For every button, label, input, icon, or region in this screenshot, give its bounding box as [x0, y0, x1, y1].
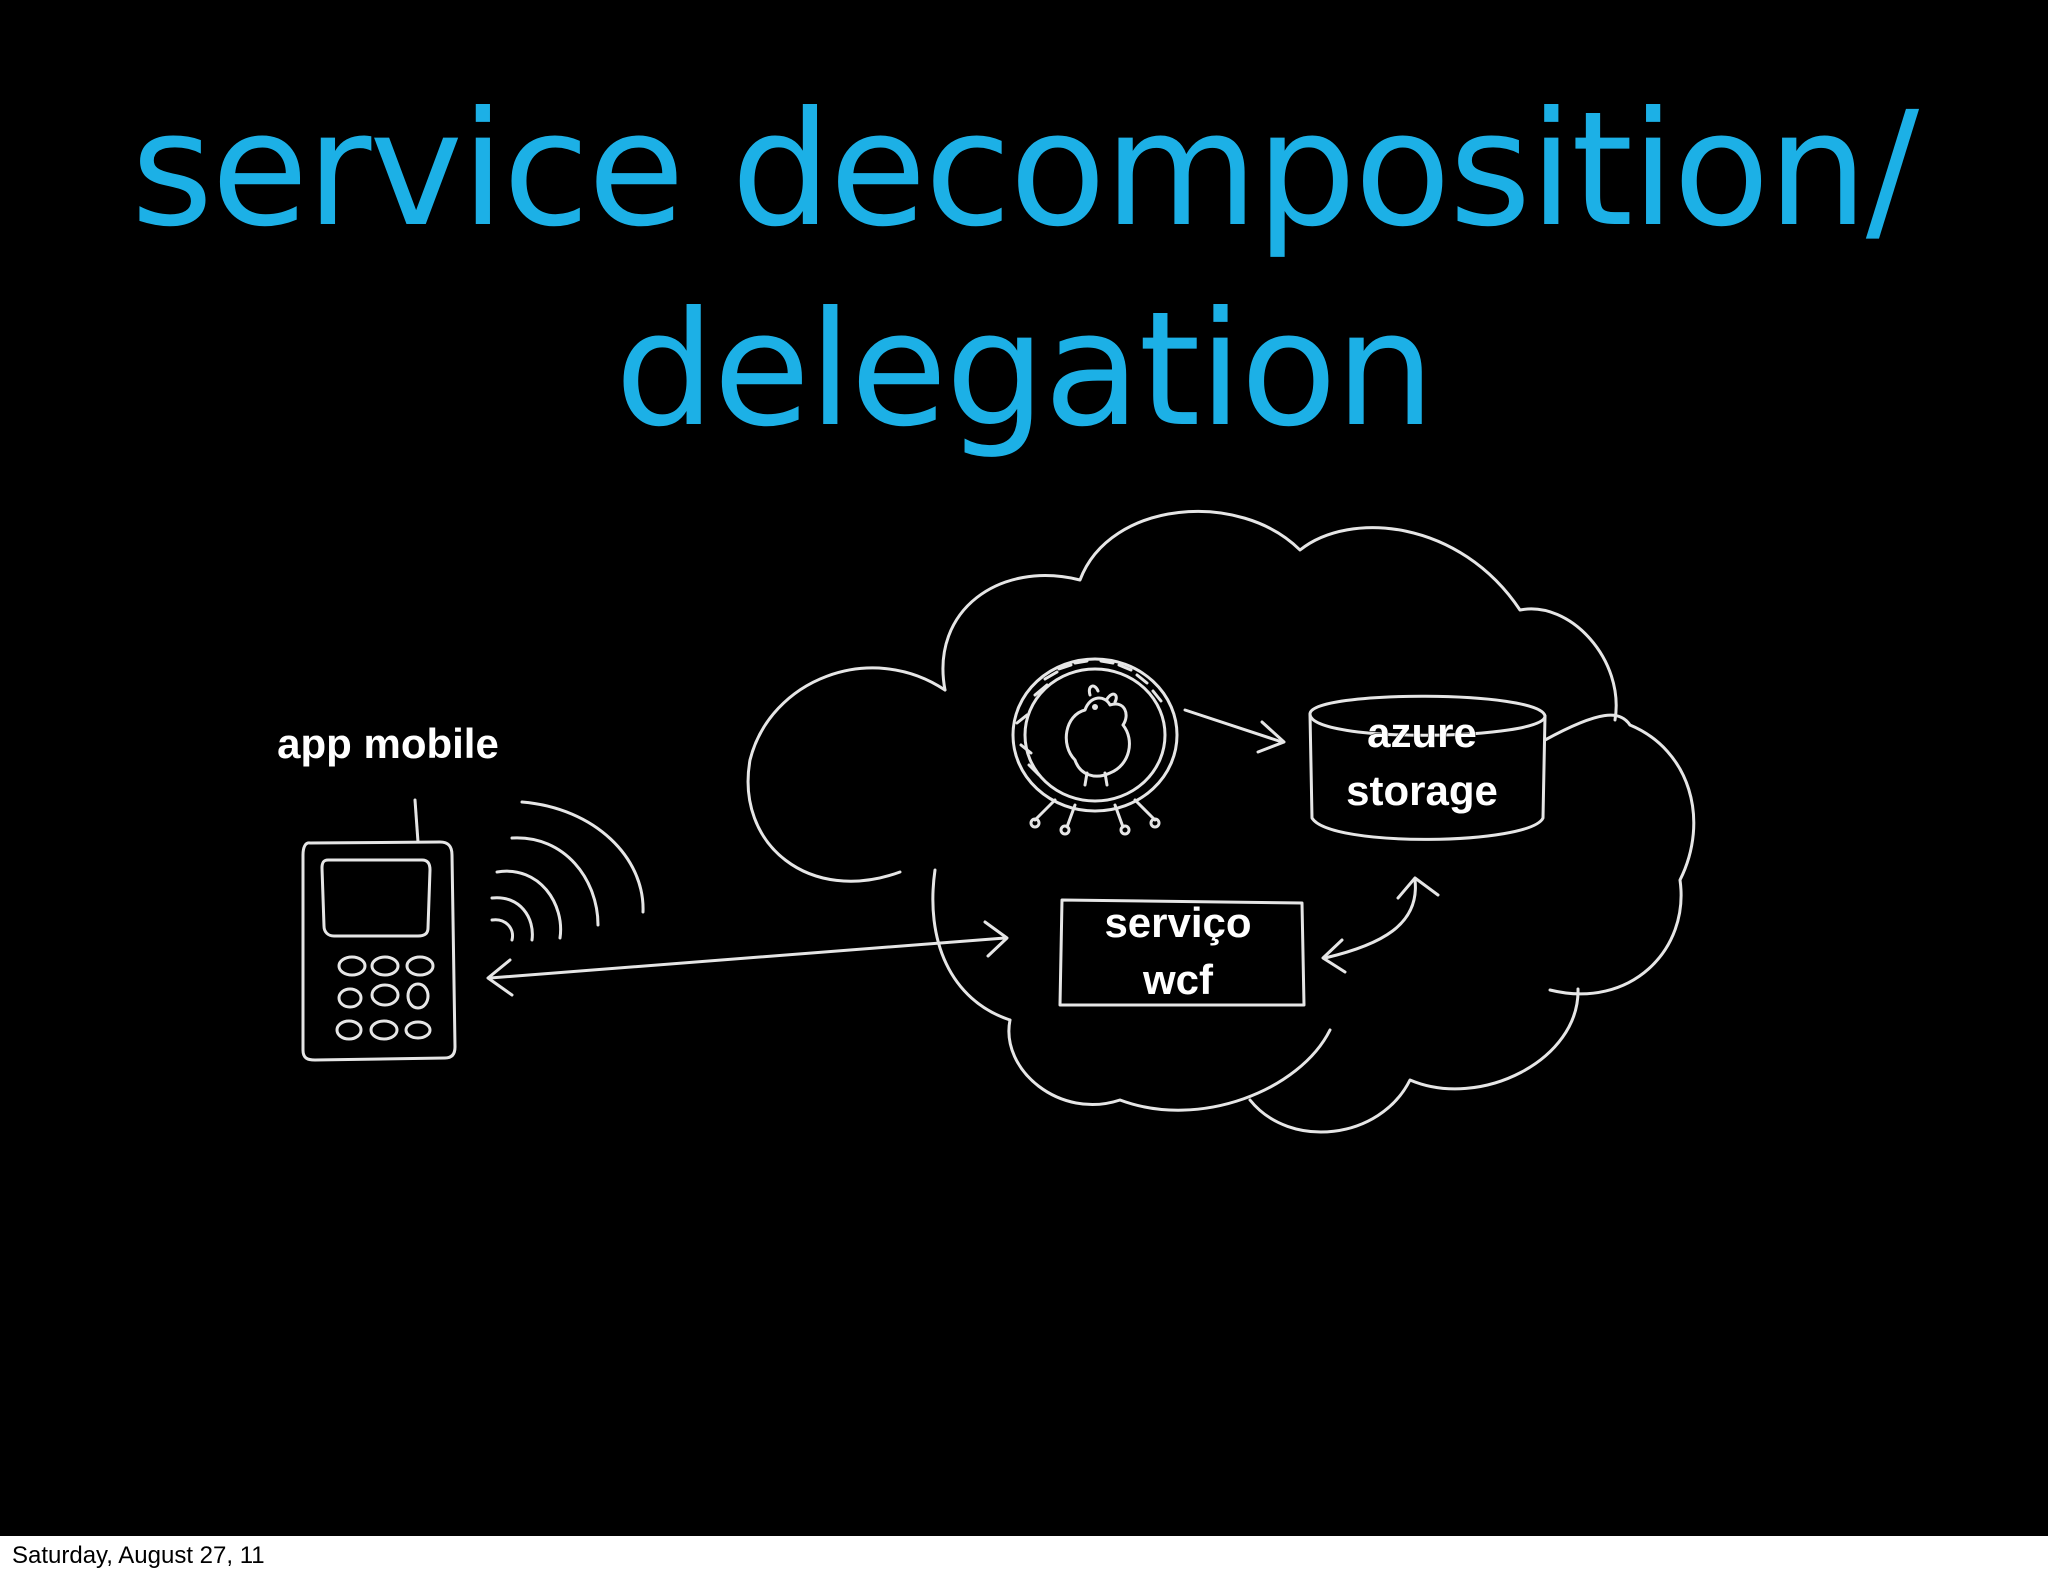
cloud-outline — [746, 509, 1696, 1134]
slide: service decomposition/ delegation — [0, 0, 2048, 1536]
footer-date: Saturday, August 27, 11 — [12, 1542, 265, 1569]
slide-title-line-2: delegation — [614, 278, 1435, 462]
azure-storage-cylinder: azure storage — [1308, 694, 1547, 841]
slide-title-line-1: service decomposition/ — [130, 78, 1919, 262]
service-label-line-1: serviço — [1104, 899, 1251, 946]
service-label-line-2: wcf — [1142, 956, 1214, 1003]
slide-title: service decomposition/ delegation — [0, 70, 2048, 470]
storage-label-line-1: azure — [1367, 709, 1477, 756]
arrow-wheel-to-storage — [1183, 708, 1286, 754]
signal-waves-icon — [490, 800, 645, 942]
phone-keypad — [335, 955, 435, 1041]
app-mobile-label: app mobile — [277, 720, 499, 767]
architecture-diagram: azure storage serviço wcf — [277, 509, 1696, 1134]
arrow-phone-service — [486, 920, 1009, 997]
service-wcf-box: serviço wcf — [1058, 898, 1306, 1007]
arrow-service-storage — [1321, 876, 1440, 974]
mobile-phone-icon — [301, 798, 457, 1062]
storage-label-line-2: storage — [1346, 767, 1498, 814]
hamster-wheel-icon — [1011, 657, 1179, 836]
